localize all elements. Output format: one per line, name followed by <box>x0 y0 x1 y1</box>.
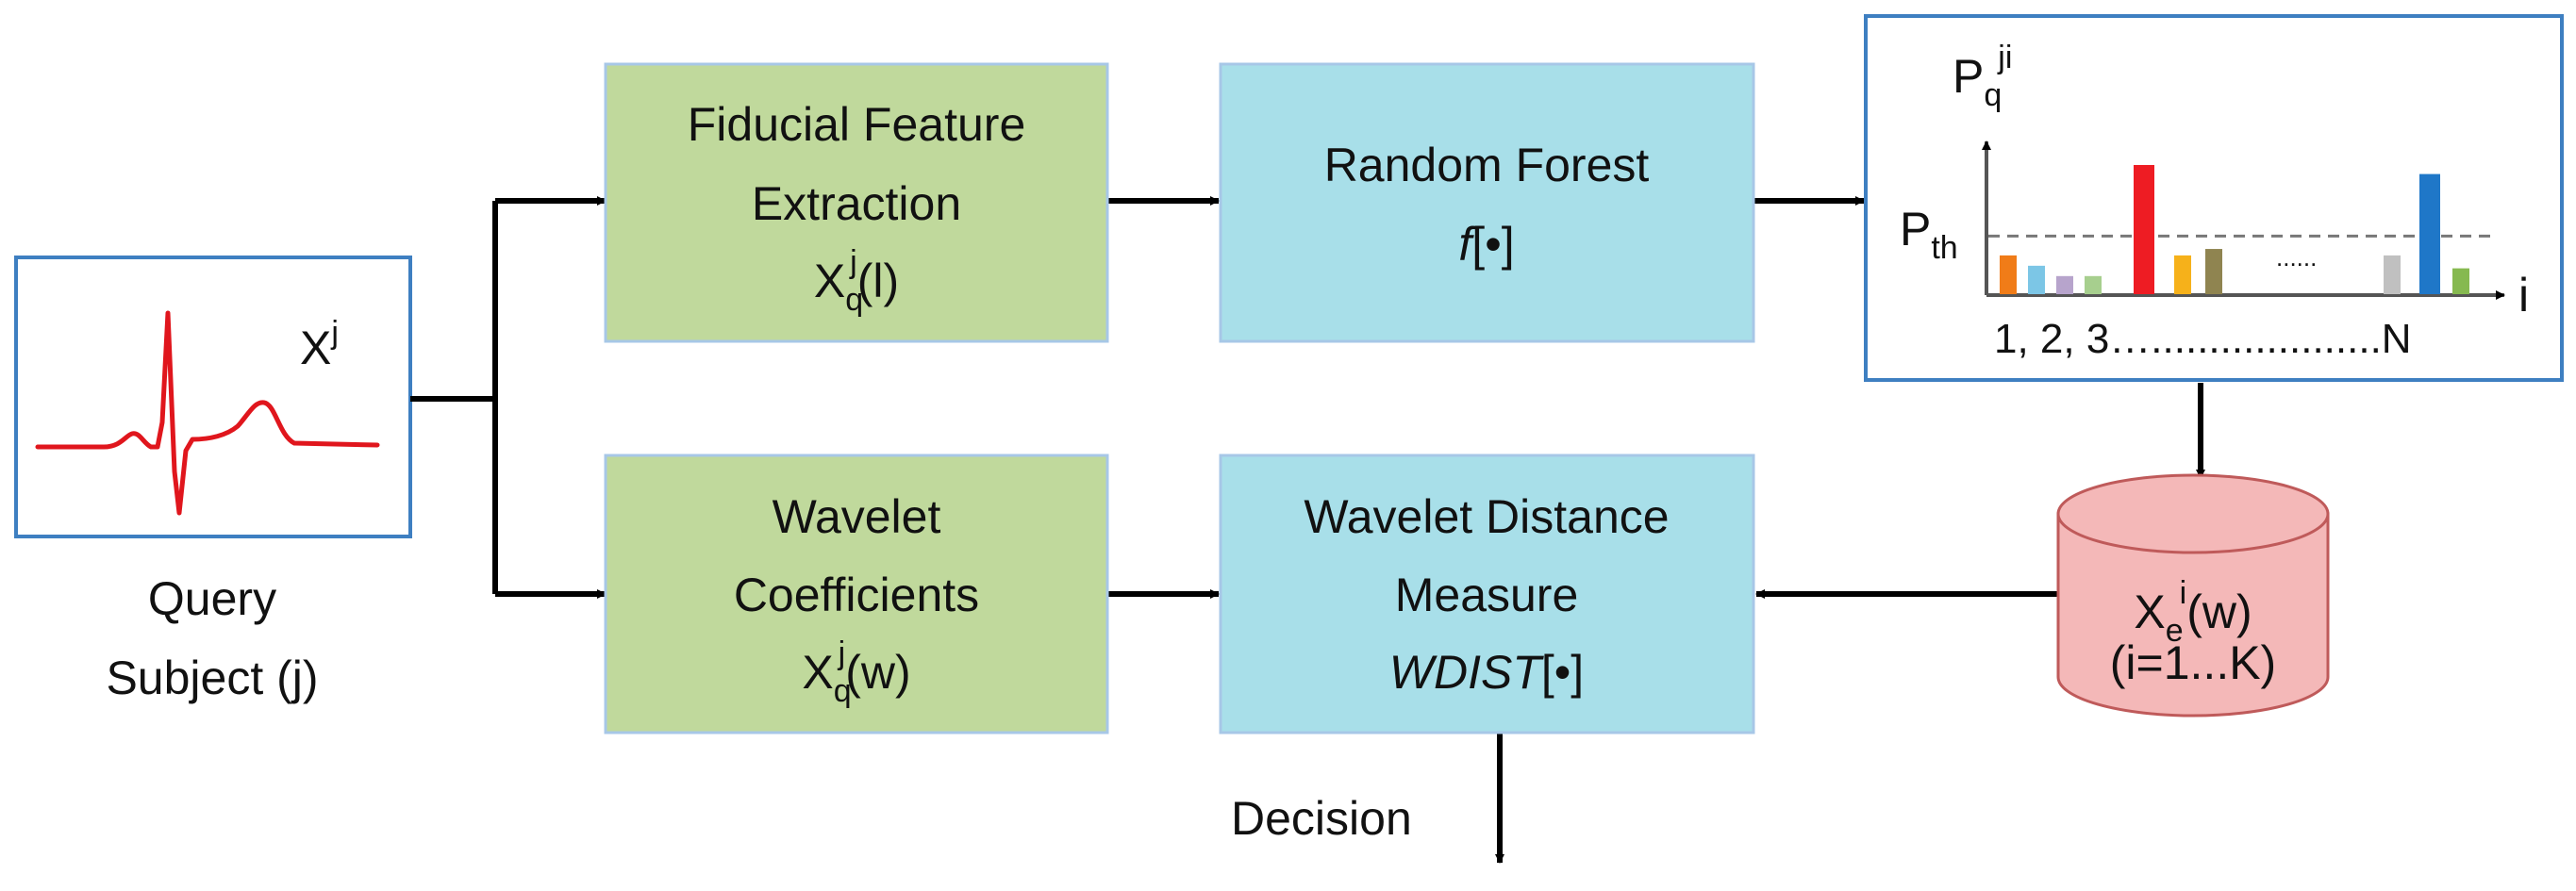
query-subject-panel: Xj Query Subject (j) <box>14 256 412 704</box>
histogram-bar-8 <box>2384 255 2401 294</box>
database-top <box>2056 473 2330 554</box>
wavelet-coeff-symbol: Xqj(w) <box>802 635 910 709</box>
query-signal-frame <box>14 256 412 538</box>
query-caption-line1: Query <box>148 572 276 625</box>
histogram-y-label: Pqji <box>1953 40 2012 113</box>
database-body <box>2056 512 2330 718</box>
wavelet-distance-function: WDIST[•] <box>1389 646 1584 699</box>
database-symbol: Xei(w) <box>2134 575 2252 649</box>
threshold-label: Pth <box>1900 203 1958 266</box>
query-symbol: Xj <box>300 315 339 374</box>
fiducial-line2: Extraction <box>752 177 961 230</box>
ecg-signal-trace <box>35 310 380 516</box>
histogram-bar-7 <box>2205 249 2222 294</box>
branch-connectors <box>410 196 2205 864</box>
fiducial-feature-box: Fiducial Feature Extraction Xqj(l) <box>604 62 1109 343</box>
wavelet-coefficients-box: Wavelet Coefficients Xqj(w) <box>604 454 1109 734</box>
wavelet-distance-line2: Measure <box>1395 569 1579 621</box>
decision-label: Decision <box>1231 792 1412 845</box>
histogram-ellipsis: ...... <box>2276 243 2317 272</box>
histogram-bar-4 <box>2085 275 2102 294</box>
wavelet-distance-box: Wavelet Distance Measure WDIST[•] <box>1219 454 1755 734</box>
wavelet-coeff-line1: Wavelet <box>773 490 941 543</box>
random-forest-rect <box>1219 62 1755 343</box>
histogram-bar-6 <box>2174 255 2191 294</box>
wavelet-coefficients-rect <box>604 454 1109 734</box>
wavelet-distance-rect <box>1219 454 1755 734</box>
random-forest-function: f[•] <box>1458 218 1514 271</box>
fiducial-feature-rect <box>604 62 1109 343</box>
histogram-tick-labels: 1, 2, 3…....................N <box>1994 316 2412 362</box>
fiducial-line1: Fiducial Feature <box>688 98 1026 151</box>
histogram-bar-10 <box>2452 268 2469 294</box>
database-range: (i=1...K) <box>2110 636 2276 689</box>
wavelet-distance-line1: Wavelet Distance <box>1304 490 1669 543</box>
fiducial-symbol: Xqj(l) <box>814 244 899 318</box>
wavelet-coeff-line2: Coefficients <box>734 569 979 621</box>
random-forest-box: Random Forest f[•] <box>1219 62 1755 343</box>
enrollment-database: Xei(w) (i=1...K) <box>2056 473 2330 718</box>
histogram-bar-2 <box>2028 265 2045 294</box>
histogram-frame <box>1864 14 2564 382</box>
histogram-panel: Pqji Pth i ...... 1, 2, 3…..............… <box>1864 14 2564 382</box>
histogram-bar-9 <box>2419 173 2440 294</box>
histogram-x-label: i <box>2518 269 2529 322</box>
histogram-bar-5 <box>2134 165 2154 294</box>
histogram-bars <box>2000 165 2469 294</box>
histogram-bar-3 <box>2056 275 2073 294</box>
histogram-bar-1 <box>2000 255 2017 294</box>
query-caption-line2: Subject (j) <box>106 652 318 704</box>
random-forest-title: Random Forest <box>1324 139 1650 191</box>
